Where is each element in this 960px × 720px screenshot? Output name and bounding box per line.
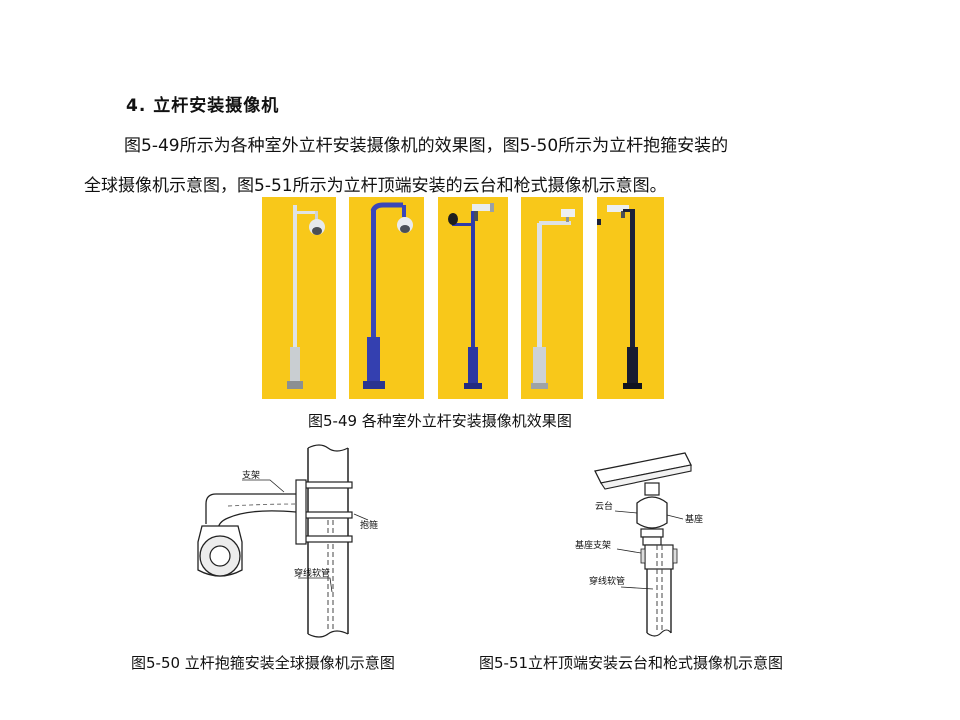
paragraph-line-1: 图5-49所示为各种室外立杆安装摄像机的效果图，图5-50所示为立杆抱箍安装的 bbox=[124, 136, 729, 156]
label-clamp: 抱箍 bbox=[360, 519, 378, 531]
body-paragraph: 图5-49所示为各种室外立杆安装摄像机的效果图，图5-50所示为立杆抱箍安装的 … bbox=[84, 126, 884, 206]
pole-photo-2 bbox=[349, 197, 424, 399]
label-conduit: 穿线软管 bbox=[589, 575, 625, 587]
pole-photo-5 bbox=[597, 197, 664, 399]
figure-5-50-diagram: 支架 抱箍 穿线软管 bbox=[197, 444, 378, 638]
paragraph-line-2: 全球摄像机示意图，图5-51所示为立杆顶端安装的云台和枪式摄像机示意图。 bbox=[84, 176, 667, 196]
label-conduit: 穿线软管 bbox=[294, 567, 330, 579]
label-base-bracket: 基座支架 bbox=[575, 539, 611, 551]
figure-5-49-caption: 图5-49 各种室外立杆安装摄像机效果图 bbox=[308, 412, 572, 430]
label-bracket: 支架 bbox=[242, 469, 260, 481]
pole-photo-4 bbox=[521, 197, 583, 399]
label-base: 基座 bbox=[685, 513, 703, 525]
section-heading: 4. 立杆安装摄像机 bbox=[126, 96, 280, 116]
figure-5-50-caption: 图5-50 立杆抱箍安装全球摄像机示意图 bbox=[131, 654, 395, 672]
pole-photo-1 bbox=[262, 197, 336, 399]
figure-5-51-diagram: 云台 基座 基座支架 穿线软管 bbox=[575, 452, 703, 637]
label-pan-tilt: 云台 bbox=[595, 500, 613, 512]
pole-photo-3 bbox=[438, 197, 508, 399]
figure-5-51-caption: 图5-51立杆顶端安装云台和枪式摄像机示意图 bbox=[479, 654, 784, 672]
